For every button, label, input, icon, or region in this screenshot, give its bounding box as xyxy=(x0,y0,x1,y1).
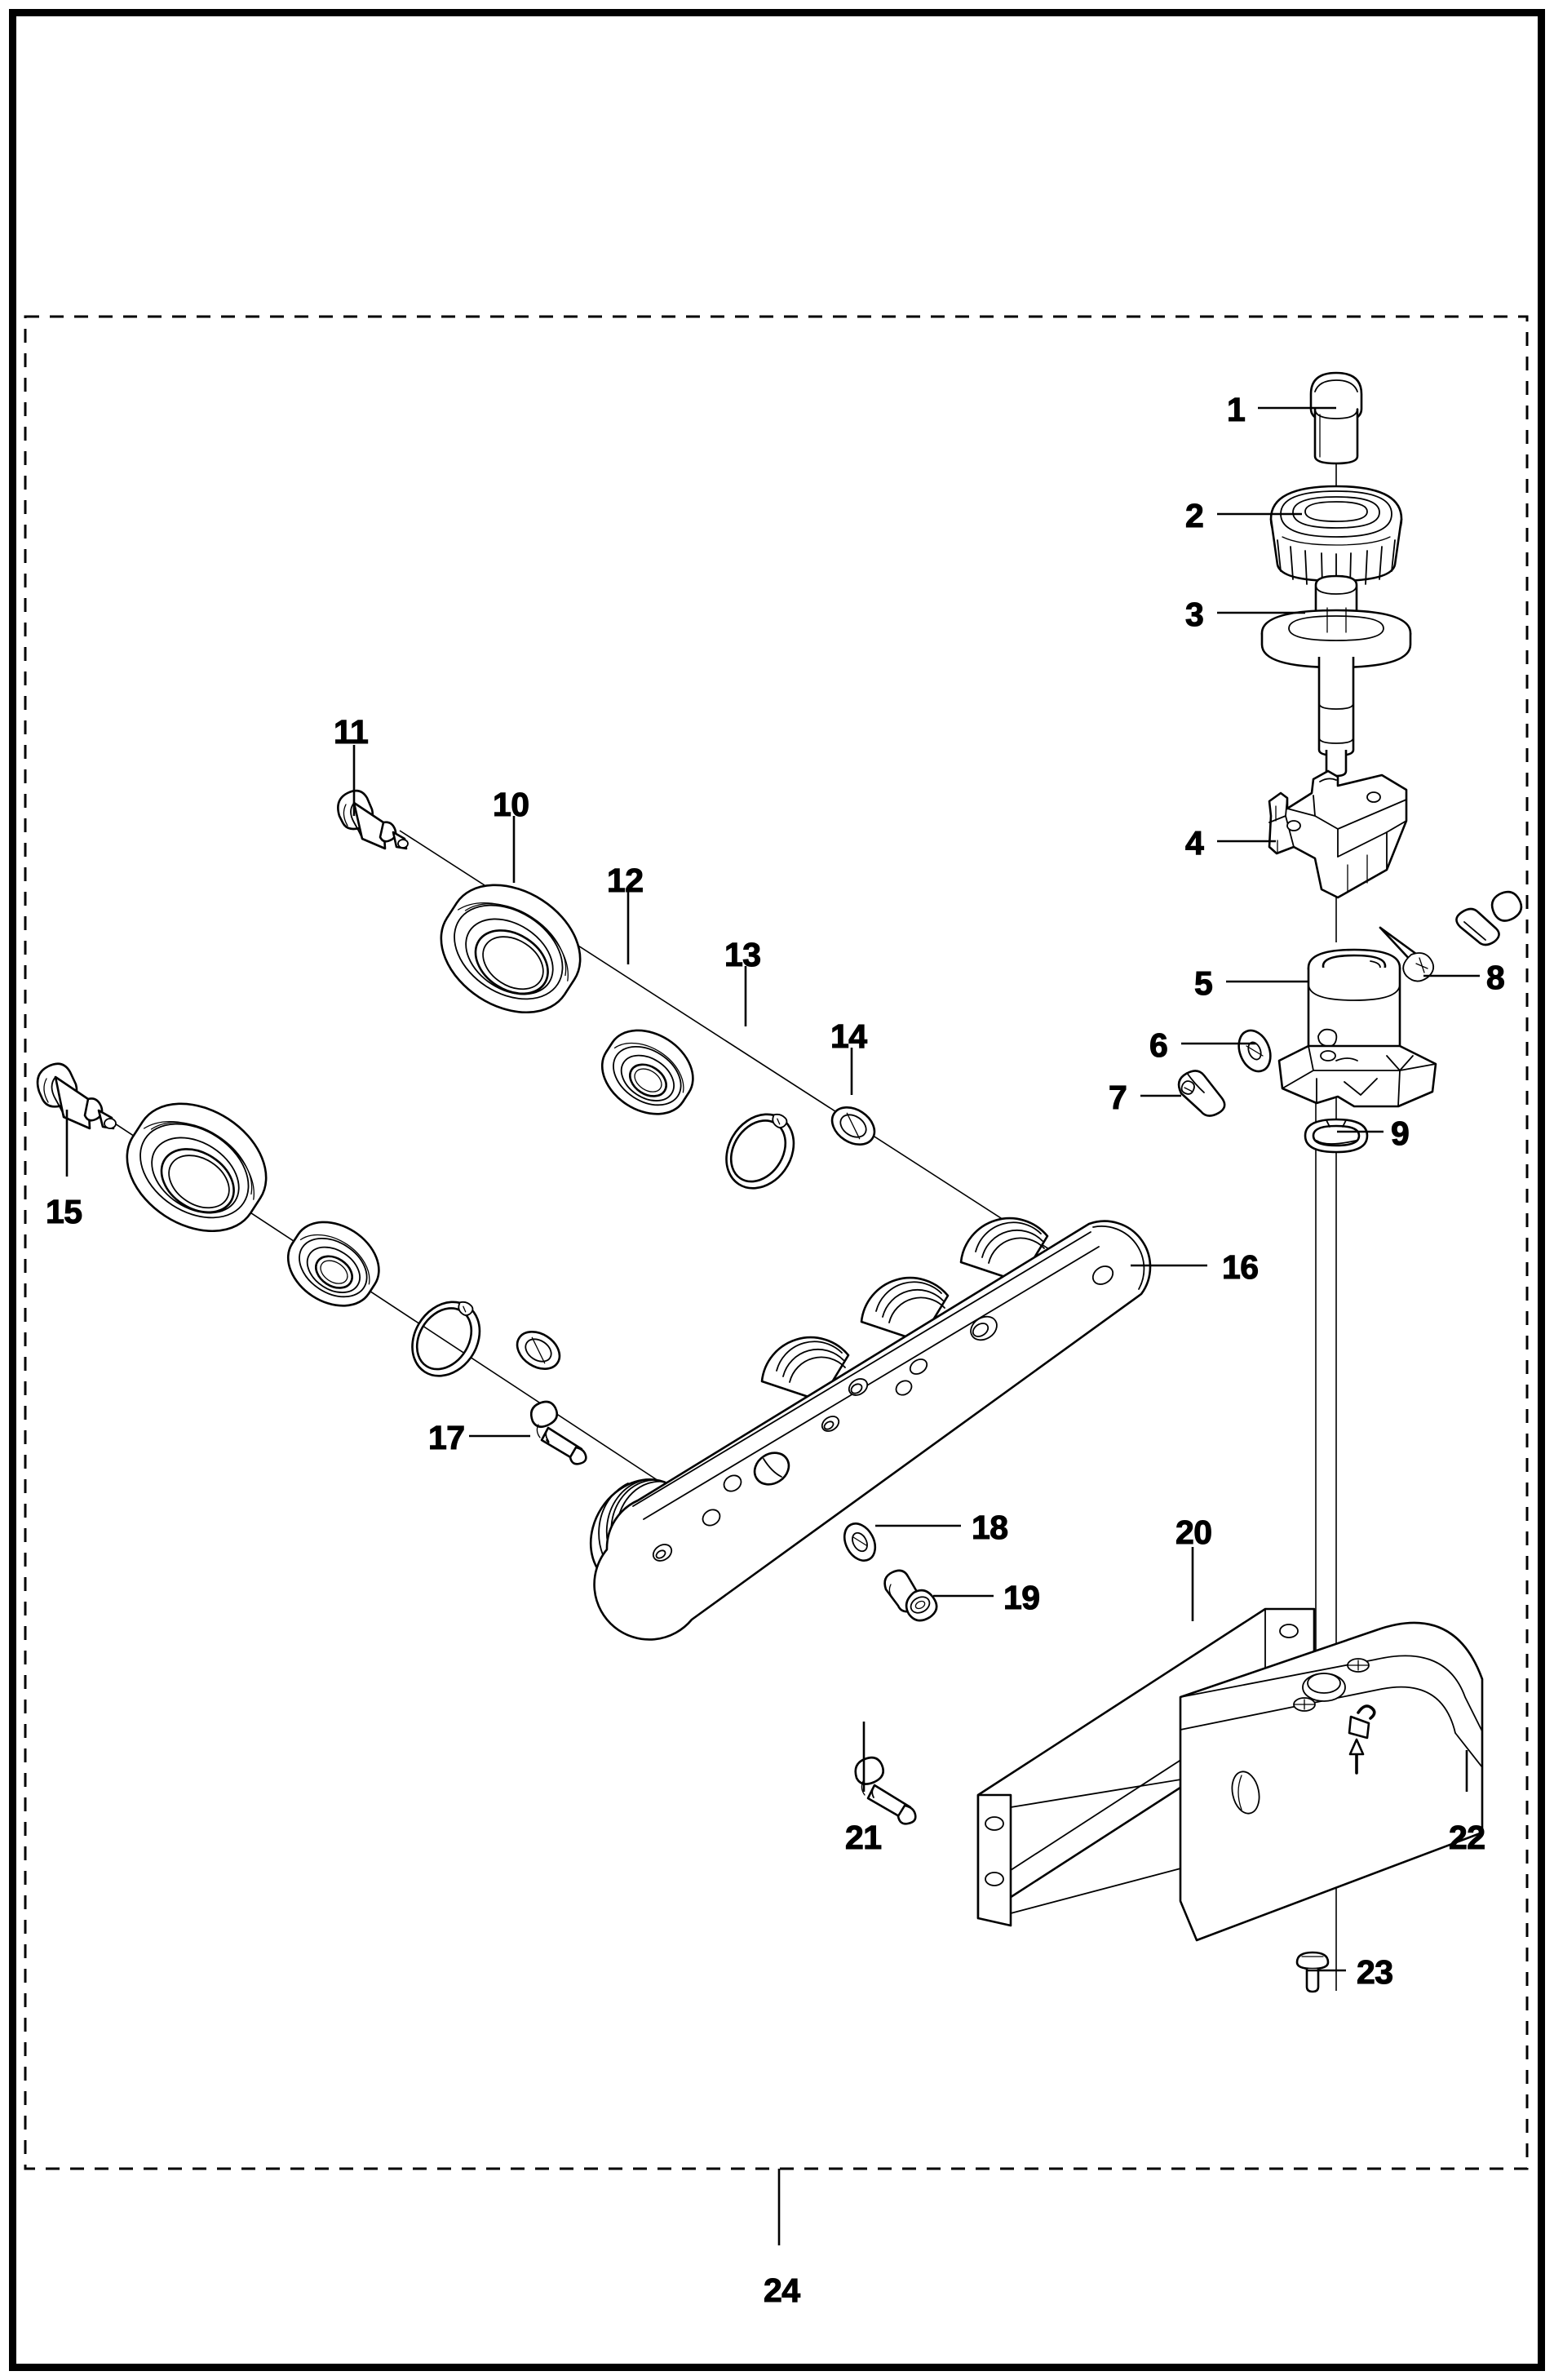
part-3-threaded-spindle xyxy=(1260,574,1412,778)
part-18-flat-washer xyxy=(843,1522,877,1562)
part-8-cotter-pin-and-bolt xyxy=(1379,890,1523,982)
part-14-thrust-washer xyxy=(830,1106,876,1146)
callout-number-12: 12 xyxy=(606,862,644,899)
part-6-flat-washer xyxy=(1237,1029,1272,1073)
lower-snap-ring xyxy=(411,1301,481,1377)
callout-number-8: 8 xyxy=(1485,959,1505,996)
callout-number-11: 11 xyxy=(333,713,369,751)
part-19-bushing-spacer xyxy=(883,1569,938,1622)
part-10-sealed-hub-ring xyxy=(440,884,582,1014)
part-2-knurled-knob xyxy=(1269,485,1403,588)
part-5-cylindrical-boss xyxy=(1277,948,1437,1108)
callout-number-5: 5 xyxy=(1193,964,1213,1002)
callout-number-16: 16 xyxy=(1221,1248,1259,1286)
callout-number-20: 20 xyxy=(1175,1514,1212,1551)
callout-number-23: 23 xyxy=(1356,1953,1393,1991)
part-7-hex-socket-screw xyxy=(1177,1070,1226,1117)
lower-ball-bearing xyxy=(286,1221,380,1307)
callout-number-15: 15 xyxy=(45,1193,82,1230)
callout-number-10: 10 xyxy=(492,786,529,823)
part-13-snap-ring xyxy=(725,1113,795,1190)
part-11-wheel-axle-spigot xyxy=(337,789,409,850)
callout-number-17: 17 xyxy=(427,1419,465,1456)
callout-number-21: 21 xyxy=(844,1819,882,1856)
callout-number-18: 18 xyxy=(971,1509,1008,1546)
part-23-pan-head-screw xyxy=(1295,1951,1330,1993)
callout-number-1: 1 xyxy=(1226,391,1246,428)
part-21-shoulder-bolt xyxy=(854,1756,917,1825)
callout-number-9: 9 xyxy=(1390,1115,1410,1152)
callout-number-7: 7 xyxy=(1108,1079,1127,1116)
part-16-roller-arm-plate xyxy=(589,1217,1152,1641)
callout-number-22: 22 xyxy=(1448,1819,1485,1856)
part-9-retaining-circlip xyxy=(1304,1118,1369,1154)
callout-number-14: 14 xyxy=(830,1017,867,1055)
callout-leader-lines xyxy=(65,406,1480,2245)
part-1-cap-plug xyxy=(1309,371,1363,465)
lower-sealed-hub-ring xyxy=(126,1102,268,1233)
part-4-support-bracket xyxy=(1268,769,1408,899)
callout-number-19: 19 xyxy=(1003,1579,1040,1616)
group-boundary-dashed-box xyxy=(24,315,1529,2170)
callout-number-13: 13 xyxy=(724,936,761,973)
lower-thrust-washer xyxy=(516,1331,561,1370)
part-12-ball-bearing xyxy=(600,1029,694,1115)
callout-number-24: 24 xyxy=(763,2271,800,2309)
part-22-end-guard-cover xyxy=(1179,1621,1484,1942)
callout-number-6: 6 xyxy=(1149,1026,1168,1064)
part-17-shoulder-bolt xyxy=(529,1400,587,1465)
callout-number-4: 4 xyxy=(1184,824,1204,862)
callout-number-2: 2 xyxy=(1184,497,1204,534)
callout-number-3: 3 xyxy=(1184,596,1204,633)
part-15-wheel-axle-spigot xyxy=(36,1062,117,1130)
